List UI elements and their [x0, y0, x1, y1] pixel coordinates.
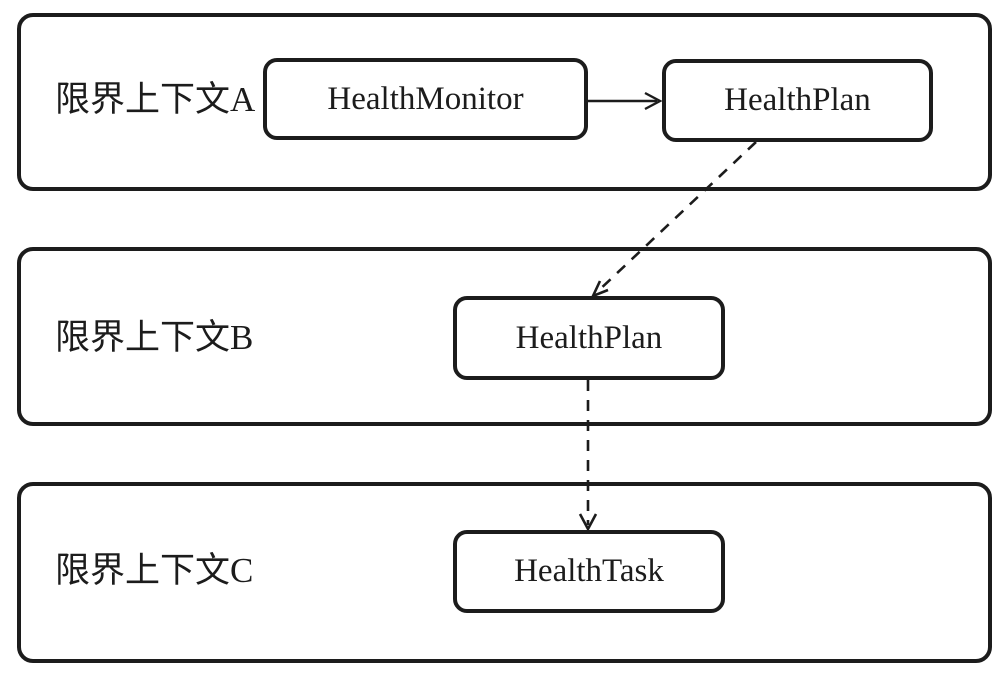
bounded-context-c: 限界上下文C HealthTask	[17, 482, 992, 663]
entity-healthplan-b-label: HealthPlan	[515, 319, 663, 356]
bounded-context-b-label: 限界上下文B	[55, 318, 254, 357]
entity-healthmonitor-label: HealthMonitor	[327, 80, 524, 117]
entity-healthplan-b: HealthPlan	[453, 296, 725, 380]
bounded-context-b: 限界上下文B HealthPlan	[17, 247, 992, 426]
bounded-context-a: 限界上下文A HealthMonitor HealthPlan	[17, 13, 992, 191]
entity-healthplan-a: HealthPlan	[662, 59, 933, 142]
bounded-context-a-label: 限界上下文A	[55, 80, 256, 119]
entity-healthmonitor: HealthMonitor	[263, 58, 588, 140]
bounded-context-c-label: 限界上下文C	[55, 551, 254, 590]
entity-healthtask-label: HealthTask	[514, 553, 664, 589]
entity-healthtask: HealthTask	[453, 530, 725, 613]
entity-healthplan-a-label: HealthPlan	[724, 82, 871, 118]
